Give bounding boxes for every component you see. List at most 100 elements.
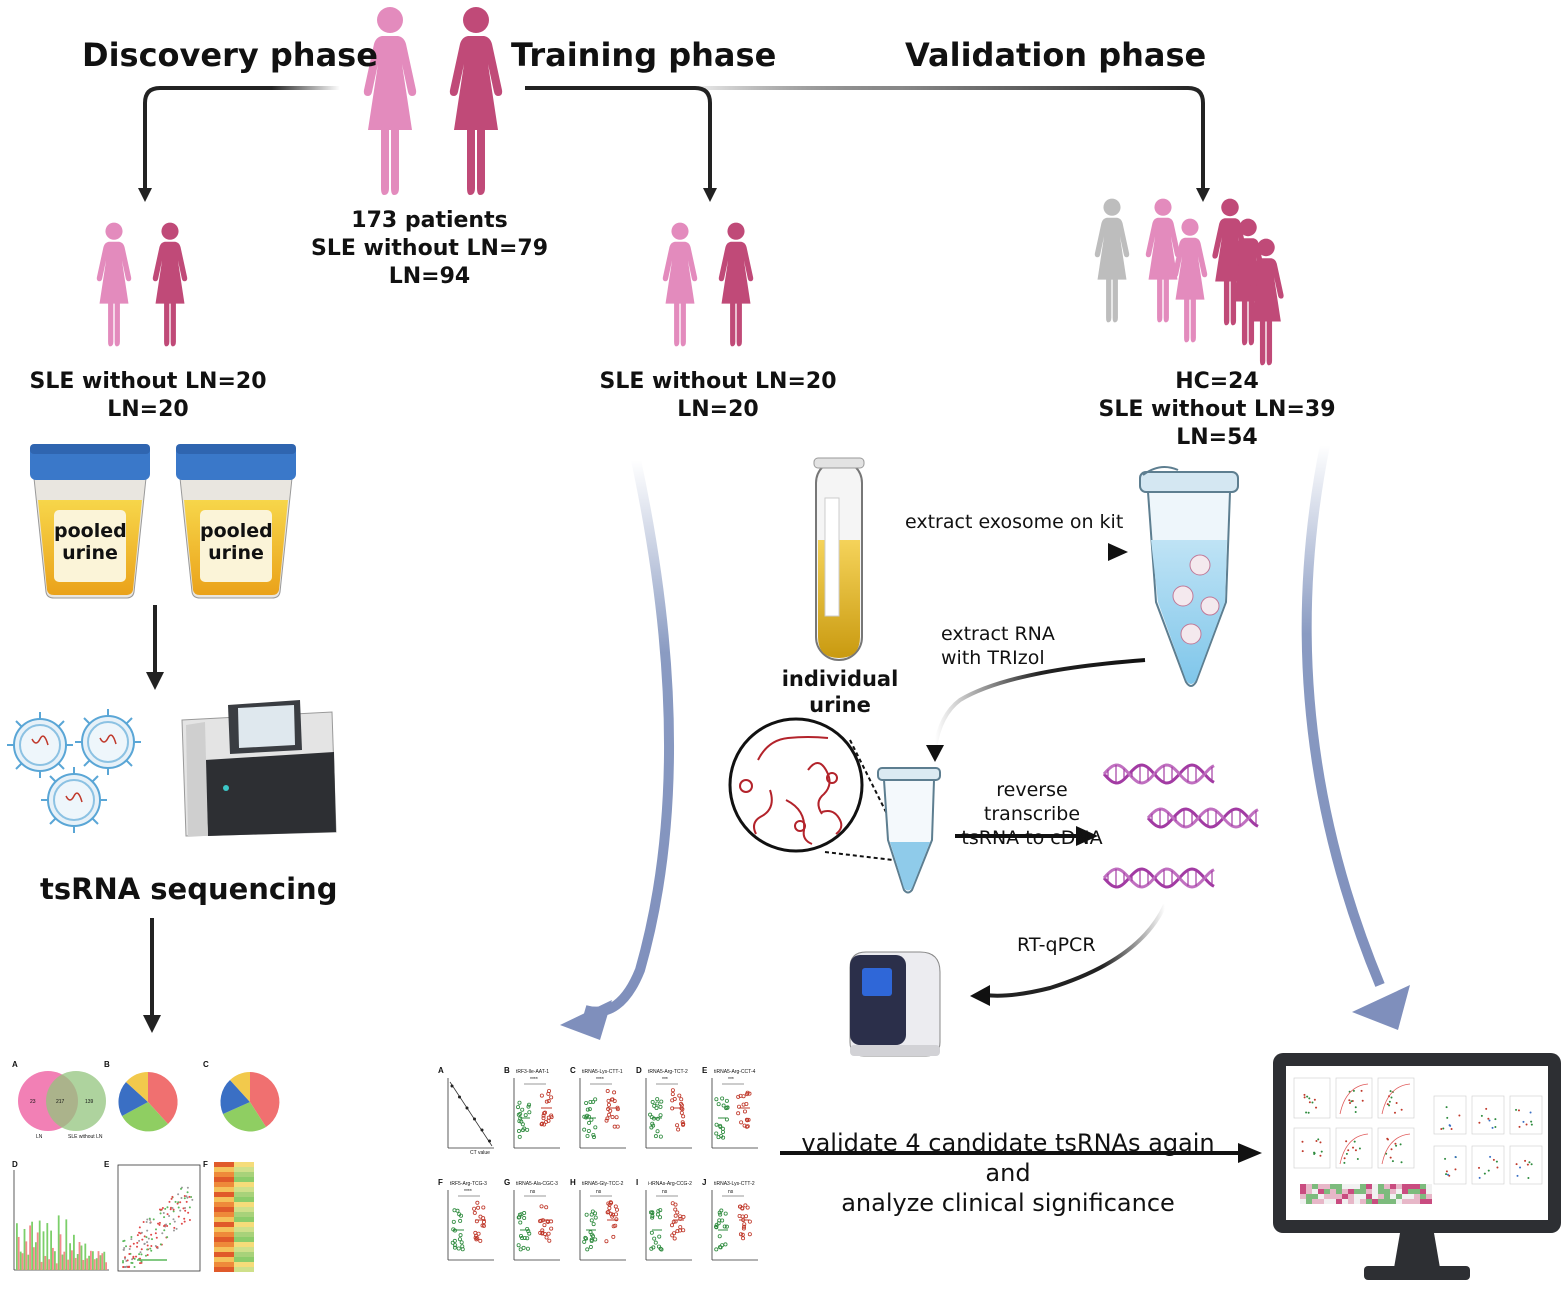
discovery-phase-title: Discovery phase [82,36,378,74]
qpcr-panel-title: tRNA5-Arg-TCT-2 [648,1069,688,1075]
extract-rna-label: extract RNA with TRIzol [941,622,1055,670]
qpcr-panel-letter: J [702,1178,707,1187]
validation-women-icon [1094,198,1284,366]
discovery-ln-count: LN=20 [107,397,189,422]
tsrna-magnifier-icon [728,717,906,861]
seq-panel-e-letter: E [104,1160,110,1169]
validation-phase-title: Validation phase [905,36,1207,74]
qpcr-panel-letter: I [636,1178,639,1187]
discovery-counts: SLE without LN=20 LN=20 [28,368,268,424]
seq-panel-c-letter: C [203,1060,209,1069]
training-sle-count: SLE without LN=20 [599,369,837,394]
blue-arrow-training [583,458,675,1017]
qpcr-panel-letter: F [438,1178,443,1187]
cup-left-line2: urine [62,542,118,564]
qpcr-panel-title: tiRNA5-Gly-TCC-2 [582,1181,624,1187]
cohort-women-icon [363,7,503,195]
qpcr-panel-letter: A [438,1066,444,1075]
seq-panel-f-letter: F [203,1160,208,1169]
qpcr-panel-title: tiRNA5-Ala-CGC-3 [516,1181,558,1187]
monitor-icon [1273,1053,1561,1280]
qpcr-machine-icon [849,951,941,1057]
qpcr-panel-significance: **** [464,1189,472,1195]
cohort-total: 173 patients [351,208,508,233]
qpcr-panel-significance: ns [662,1189,668,1195]
qpcr-panel-title: tRF3-Ile-AAT-1 [516,1069,549,1075]
exosome-tube-icon [1139,465,1239,687]
extract-rna-line2: with TRIzol [941,647,1045,669]
qpcr-panel-title: i-tRNAs-Arg-CCG-2 [648,1181,692,1187]
qpcr-panel-significance: ns [530,1189,536,1195]
extract-exosome-label: extract exosome on kit [905,511,1124,533]
qpcr-panel-significance: **** [596,1077,604,1083]
validate-line2: analyze clinical significance [841,1189,1175,1217]
exosome-icons [7,709,141,833]
seq-panel-d-letter: D [12,1160,18,1169]
tsrna-sequencing-label: tsRNA sequencing [40,872,338,906]
validation-sle-count: SLE without LN=39 [1098,397,1336,422]
qpcr-panel-significance: *** [728,1077,734,1083]
pooled-urine-cup-left [30,444,150,599]
arrow-to-discovery [143,86,340,190]
validation-counts: HC=24 SLE without LN=39 LN=54 [1097,368,1337,452]
cdna-helix-icons [1102,763,1259,889]
sequencer-machine-icon [181,700,337,837]
qpcr-panel-letter: B [504,1066,510,1075]
qpcr-panel-significance: **** [530,1077,538,1083]
reverse-transcribe-label: reverse transcribe tsRNA to cDNA [947,778,1117,850]
pooled-urine-label-right: pooled urine [200,520,273,564]
qpcr-panel-letter: E [702,1066,708,1075]
reverse-transcribe-line1: reverse transcribe [983,779,1081,825]
venn-ab-count: 217 [56,1099,65,1105]
pooled-urine-label-left: pooled urine [54,520,127,564]
qpcr-panel-a-xlabel: CT value [470,1150,490,1156]
qpcr-panel-title: tiRNA5-Lys-CTT-1 [582,1069,623,1075]
cup-right-line1: pooled [200,520,273,542]
cup-left-line1: pooled [54,520,127,542]
rna-tube-icon [877,767,941,894]
cohort-counts: 173 patients SLE without LN=79 LN=94 [297,207,562,291]
venn-left-label: LN [36,1134,43,1140]
rtqpcr-label: RT-qPCR [1017,934,1096,956]
blue-arrow-validation [1301,444,1385,987]
discovery-sle-count: SLE without LN=20 [29,369,267,394]
discovery-women-icon [96,222,188,347]
training-phase-title: Training phase [511,36,777,74]
individual-urine-label: individual urine [770,666,910,718]
qpcr-panel-significance: ns [728,1189,734,1195]
qpcr-panel-letter: G [504,1178,511,1187]
reverse-transcribe-line2: tsRNA to cDNA [961,827,1103,849]
qpcr-panel-significance: ns [596,1189,602,1195]
venn-right-label: SLE without LN [68,1134,103,1140]
training-counts: SLE without LN=20 LN=20 [598,368,838,424]
training-women-icon [662,222,754,347]
qpcr-panel-letter: D [636,1066,642,1075]
pooled-urine-cup-right [176,444,296,599]
cup-right-line2: urine [208,542,264,564]
qpcr-panel-significance: *** [662,1077,668,1083]
qpcr-panel-title: tiRNA3-Lys-CTT-2 [714,1181,755,1187]
individual-urine-line2: urine [809,693,871,717]
venn-a-count: 23 [30,1099,36,1105]
cohort-sle: SLE without LN=79 [310,236,549,261]
validate-line1: validate 4 candidate tsRNAs again and [801,1129,1215,1187]
validate-label: validate 4 candidate tsRNAs again and an… [778,1128,1238,1218]
training-ln-count: LN=20 [677,397,759,422]
venn-b-count: 139 [85,1099,94,1105]
individual-urine-line1: individual [781,667,899,691]
seq-panel-b-letter: B [104,1060,110,1069]
cohort-ln: LN=94 [388,264,471,289]
qpcr-panel-letter: H [570,1178,576,1187]
validation-ln-count: LN=54 [1176,425,1258,450]
arrow-to-validation [700,86,1205,190]
qpcr-panel-letter: C [570,1066,576,1075]
urine-tube-icon [813,457,865,661]
validation-hc-count: HC=24 [1175,369,1259,394]
arrow-to-training [525,86,712,190]
qpcr-panel-title: tiRNA5-Arg-CCT-4 [714,1069,756,1075]
seq-panel-a-letter: A [12,1060,18,1069]
qpcr-panel-title: tRF5-Arg-TCG-3 [450,1181,487,1187]
qpcr-results-panels [447,1078,758,1261]
extract-rna-line1: extract RNA [941,623,1055,645]
